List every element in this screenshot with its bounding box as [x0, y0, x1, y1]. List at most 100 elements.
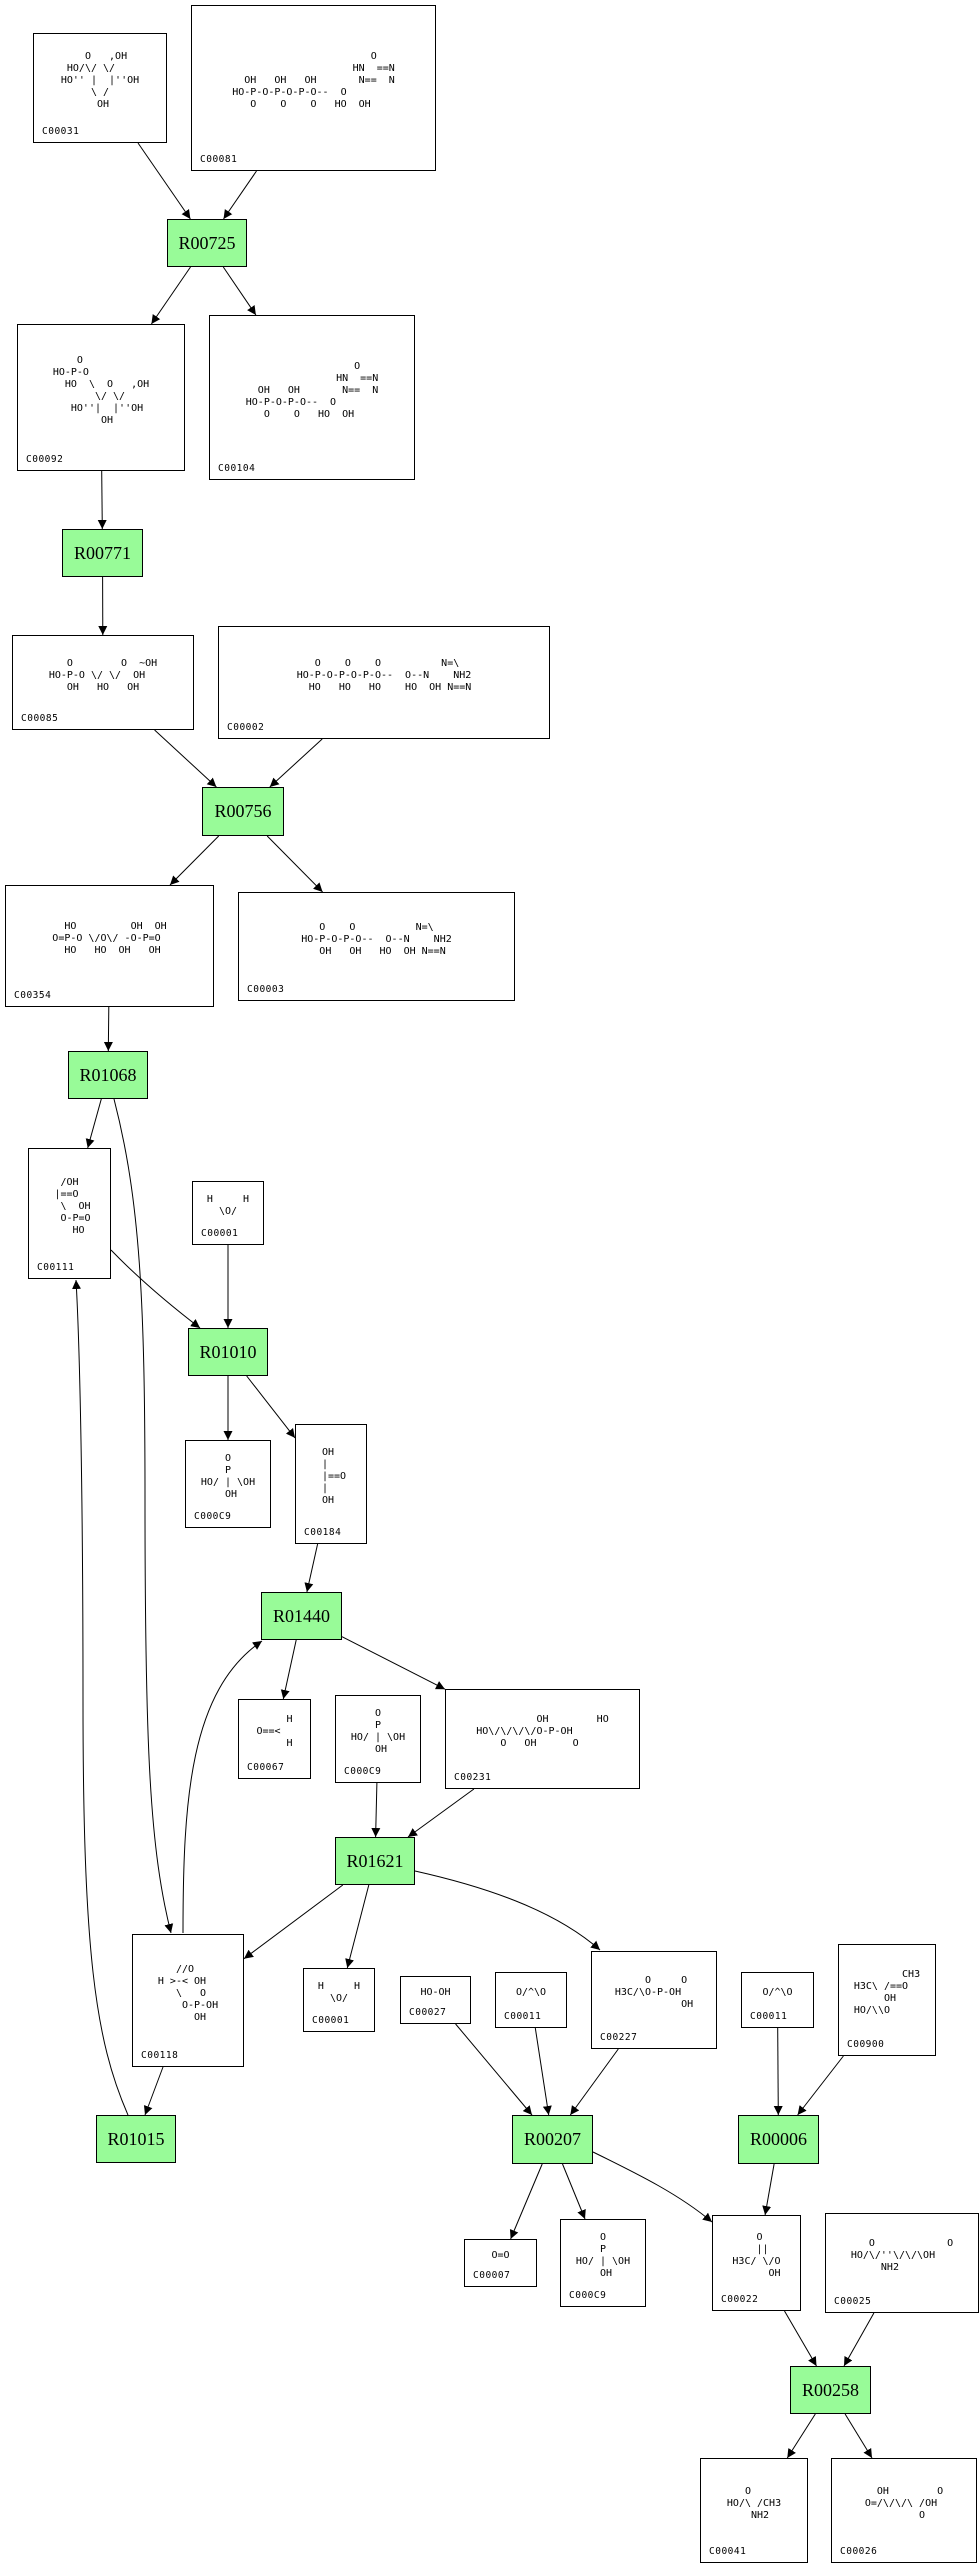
structure-image: O HN ==N OH OH OH N== N HO-P-O-P-O-P-O--… — [232, 51, 395, 110]
compound-node-c00081[interactable]: O HN ==N OH OH OH N== N HO-P-O-P-O-P-O--… — [191, 5, 436, 171]
edge-c00111-to-r01010 — [110, 1249, 201, 1329]
compound-id: C00026 — [840, 2546, 878, 2557]
edge-r00207-to-c00007 — [509, 2163, 543, 2240]
reaction-label: R00207 — [523, 2129, 581, 2149]
edge-r00006-to-c00022 — [762, 2163, 775, 2216]
edge-c00900-to-r00006 — [797, 2055, 844, 2116]
reaction-node-r01440[interactable]: R01440 — [261, 1592, 342, 1640]
compound-node-c00009[interactable]: O P HO/ | \OH OH C000C9 — [185, 1440, 271, 1528]
edge-c00118-to-r01015 — [143, 2066, 164, 2116]
compound-node-c00001[interactable]: H H \O/C00001 — [303, 1968, 375, 2032]
reaction-node-r00725[interactable]: R00725 — [167, 219, 247, 267]
compound-id: C00900 — [847, 2039, 885, 2050]
compound-id: C00027 — [409, 2007, 447, 2018]
edge-r01440-to-c00067 — [280, 1639, 297, 1700]
reaction-label: R00258 — [801, 2379, 859, 2400]
compound-id: C00092 — [26, 454, 64, 465]
edge-r01621-to-c00001_b — [345, 1884, 370, 1969]
compound-id: C000C9 — [194, 1511, 232, 1522]
reaction-node-r00258[interactable]: R00258 — [790, 2366, 871, 2414]
reaction-node-r01621[interactable]: R01621 — [335, 1837, 415, 1885]
compound-id: C00025 — [834, 2296, 872, 2307]
reaction-label: R00006 — [749, 2129, 807, 2149]
compound-id: C00011 — [750, 2011, 788, 2022]
edge-r01440-to-c00231 — [341, 1636, 446, 1690]
edge-c00081-to-r00725 — [223, 170, 257, 220]
compound-id: C00022 — [721, 2294, 759, 2305]
edge-c00092-to-r00771 — [97, 470, 107, 530]
edge-r01068-to-c00111 — [85, 1098, 102, 1149]
structure-image: O/^\O — [515, 1987, 547, 1998]
structure-image: H O==< H — [256, 1714, 293, 1749]
compound-id: C00007 — [473, 2270, 511, 2281]
compound-node-c00118[interactable]: //O H >-< OH \ O O-P-OH OH C00118 — [132, 1934, 244, 2067]
reaction-label: R00756 — [214, 801, 272, 821]
compound-node-c00026[interactable]: OH O O=/\/\/\ /OH O C00026 — [831, 2458, 977, 2563]
edge-c00011_a-to-r00207 — [534, 2027, 552, 2116]
edge-c00022-to-r00258 — [784, 2310, 817, 2367]
structure-image: O=O — [491, 2250, 510, 2261]
structure-image: //O H >-< OH \ O O-P-OH OH — [157, 1963, 219, 2023]
edge-r00756-to-c00003 — [266, 835, 323, 893]
compound-node-c00002[interactable]: O O O N=\ HO-P-O-P-O-P-O-- O--N NH2 HO H… — [218, 626, 550, 739]
edge-c00027-to-r00207 — [455, 2023, 533, 2116]
structure-image: O P HO/ | \OH OH — [575, 2232, 631, 2279]
reaction-label: R01010 — [199, 1341, 257, 1362]
edge-r00258-to-c00026 — [844, 2413, 873, 2459]
structure-image: H H \O/ — [317, 1981, 361, 2004]
reaction-node-r00771[interactable]: R00771 — [62, 529, 143, 577]
structure-image: H H \O/ — [206, 1194, 250, 1217]
structure-image: O P HO/ | \OH OH — [350, 1708, 406, 1755]
reaction-node-r00207[interactable]: R00207 — [512, 2115, 593, 2164]
edge-r01068-to-c00118 — [113, 1098, 174, 1934]
compound-node-c00001[interactable]: H H \O/C00001 — [192, 1181, 264, 1245]
edge-r01015-to-c00111 — [72, 1279, 129, 2116]
compound-node-c00007[interactable]: O=O C00007 — [464, 2239, 537, 2287]
structure-image: O O H3C/\O-P-OH OH — [614, 1975, 694, 2010]
compound-id: C00118 — [141, 2050, 179, 2061]
edge-c00025-to-r00258 — [843, 2312, 875, 2367]
reaction-node-r00756[interactable]: R00756 — [202, 787, 284, 836]
reaction-node-r00006[interactable]: R00006 — [738, 2115, 819, 2164]
structure-image: O O HO/\/''\/\/\OH NH2 — [850, 2238, 954, 2273]
compound-id: C00231 — [454, 1772, 492, 1783]
reaction-node-r01010[interactable]: R01010 — [188, 1328, 268, 1376]
reaction-label: R01015 — [107, 2128, 165, 2149]
reaction-label: R01068 — [79, 1064, 137, 1085]
structure-image: O P HO/ | \OH OH — [200, 1453, 256, 1500]
compound-node-c00092[interactable]: O HO-P-O HO \ O ,OH \/ \/ HO''| |''OH OH… — [17, 324, 185, 471]
structure-image: HO OH OH O=P-O \/O\/ -O-P=O HO HO OH OH — [52, 921, 167, 956]
compound-node-c00104[interactable]: O HN ==N OH OH N== N HO-P-O-P-O-- O O O … — [209, 315, 415, 480]
reaction-label: R00725 — [178, 232, 236, 253]
structure-image: OH | |==O | OH — [321, 1447, 347, 1506]
edge-c00231-to-r01621 — [407, 1788, 475, 1838]
compound-id: C00001 — [312, 2015, 350, 2026]
compound-id: C00081 — [200, 154, 238, 165]
structure-image: O || H3C/ \/O OH — [732, 2232, 781, 2279]
compound-node-c00009[interactable]: O P HO/ | \OH OH C000C9 — [335, 1695, 421, 1783]
reaction-node-r01068[interactable]: R01068 — [68, 1051, 148, 1099]
reaction-node-r01015[interactable]: R01015 — [96, 2115, 176, 2163]
edge-r01010-to-c00184 — [246, 1375, 296, 1439]
compound-node-c00003[interactable]: O O N=\ HO-P-O-P-O-- O--N NH2 OH OH HO O… — [238, 892, 515, 1001]
edge-r00258-to-c00041 — [786, 2413, 816, 2459]
structure-image: OH O O=/\/\/\ /OH O — [864, 2485, 944, 2521]
compound-id: C000C9 — [344, 1766, 382, 1777]
compound-node-c00022[interactable]: O || H3C/ \/O OH C00022 — [712, 2215, 801, 2311]
edge-c00031-to-r00725 — [137, 142, 191, 220]
